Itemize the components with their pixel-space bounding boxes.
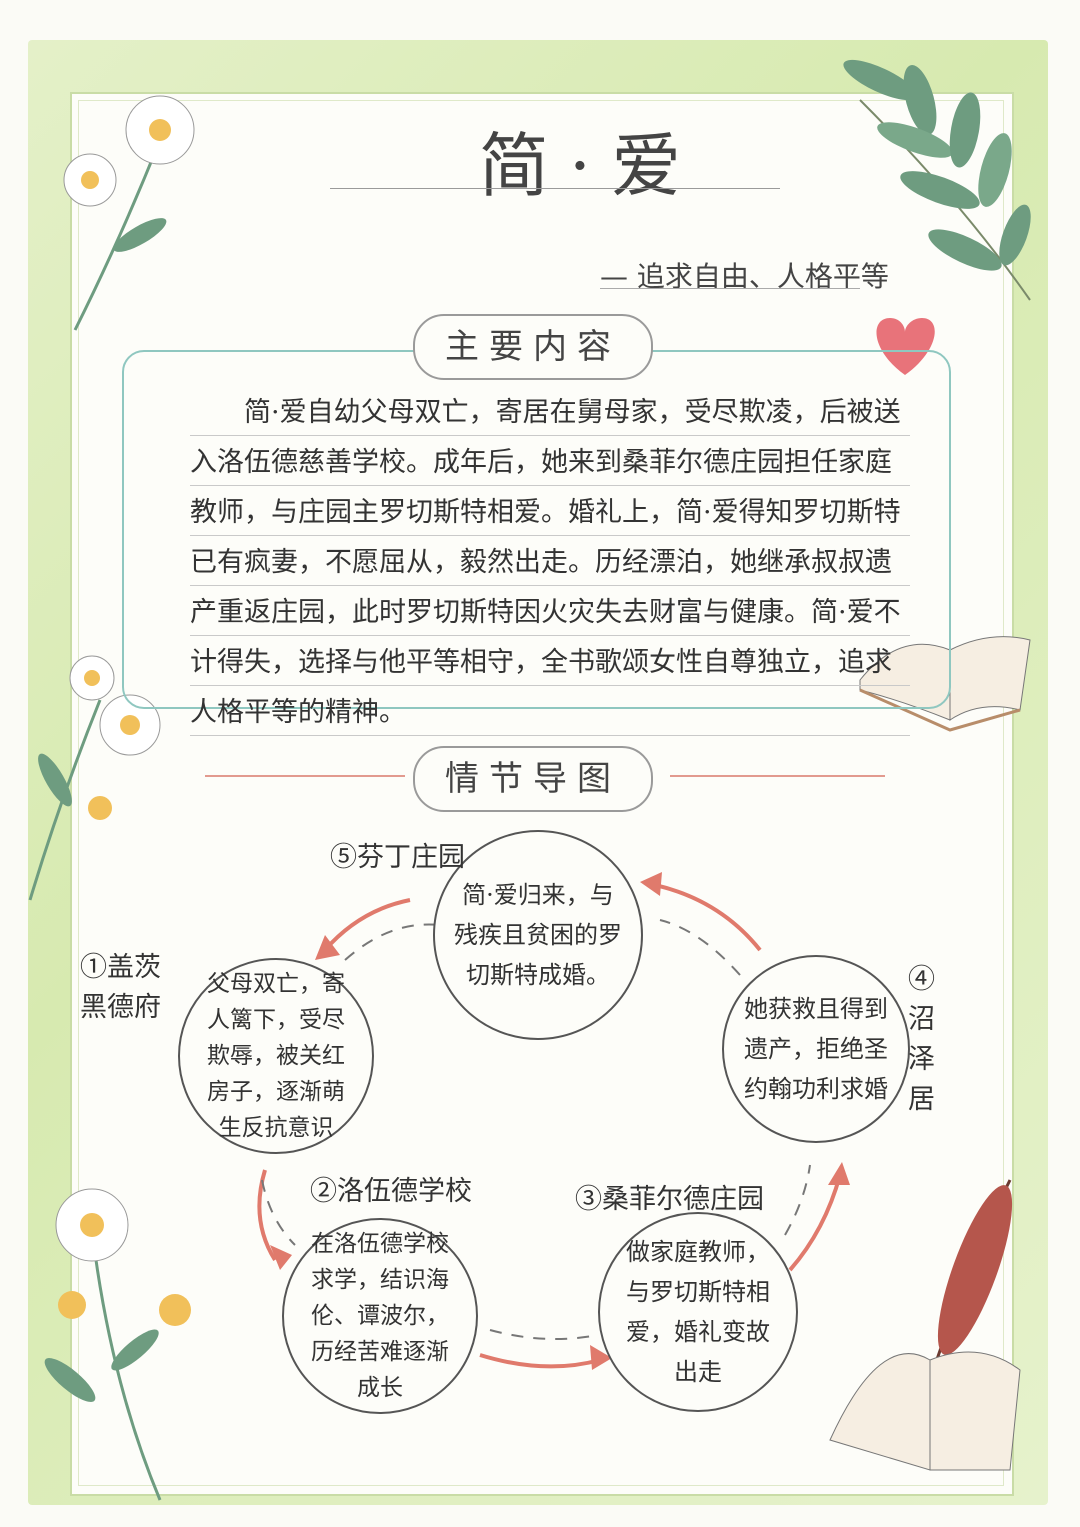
plot-node-5: 简·爱归来，与残疾且贫困的罗切斯特成婚。 xyxy=(433,830,643,1040)
heading-line-right xyxy=(670,775,885,777)
daisy-flower-icon xyxy=(28,655,161,901)
heart-icon xyxy=(876,318,935,375)
page-title: 简·爱 xyxy=(478,125,702,207)
title-underline xyxy=(330,188,780,189)
leaf-branch-icon xyxy=(843,59,1031,301)
cycle-arrows xyxy=(257,883,842,1369)
plot-label-5: ⑤芬丁庄园 xyxy=(330,842,465,873)
plot-label-4: ④沼泽居 xyxy=(908,964,935,1115)
paper-border xyxy=(78,100,1004,1486)
arrow-heads xyxy=(270,872,850,1370)
summary-heading: 主要内容 xyxy=(413,314,653,380)
plot-node-2: 在洛伍德学校求学，结识海伦、谭波尔，历经苦难逐渐成长 xyxy=(282,1218,478,1414)
summary-text: 简·爱自幼父母双亡，寄居在舅母家，受尽欺凌，后被送入洛伍德慈善学校。成年后，她来… xyxy=(190,388,910,738)
quill-feather-icon xyxy=(928,1179,1013,1381)
plot-node-1: 父母双亡，寄人篱下，受尽欺辱，被关红房子，逐渐萌生反抗意识 xyxy=(178,958,374,1154)
subtitle-underline xyxy=(600,288,860,289)
dashed-ring xyxy=(261,919,811,1340)
plot-label-1: ①盖茨黑德府 xyxy=(80,952,161,1023)
plot-heading: 情节导图 xyxy=(413,746,653,812)
plot-node-4: 她获救且得到遗产，拒绝圣约翰功利求婚 xyxy=(722,955,910,1143)
daisy-flower-icon xyxy=(44,1188,191,1501)
plot-label-3: ③桑菲尔德庄园 xyxy=(575,1184,764,1215)
plot-label-2: ②洛伍德学校 xyxy=(310,1176,472,1207)
heading-line-left xyxy=(205,775,405,777)
daisy-flower-icon xyxy=(63,95,195,331)
subtitle: — 追求自由、人格平等 xyxy=(600,260,889,293)
open-book-icon xyxy=(829,1351,1021,1471)
plot-node-3: 做家庭教师，与罗切斯特相爱，婚礼变故出走 xyxy=(598,1212,798,1412)
